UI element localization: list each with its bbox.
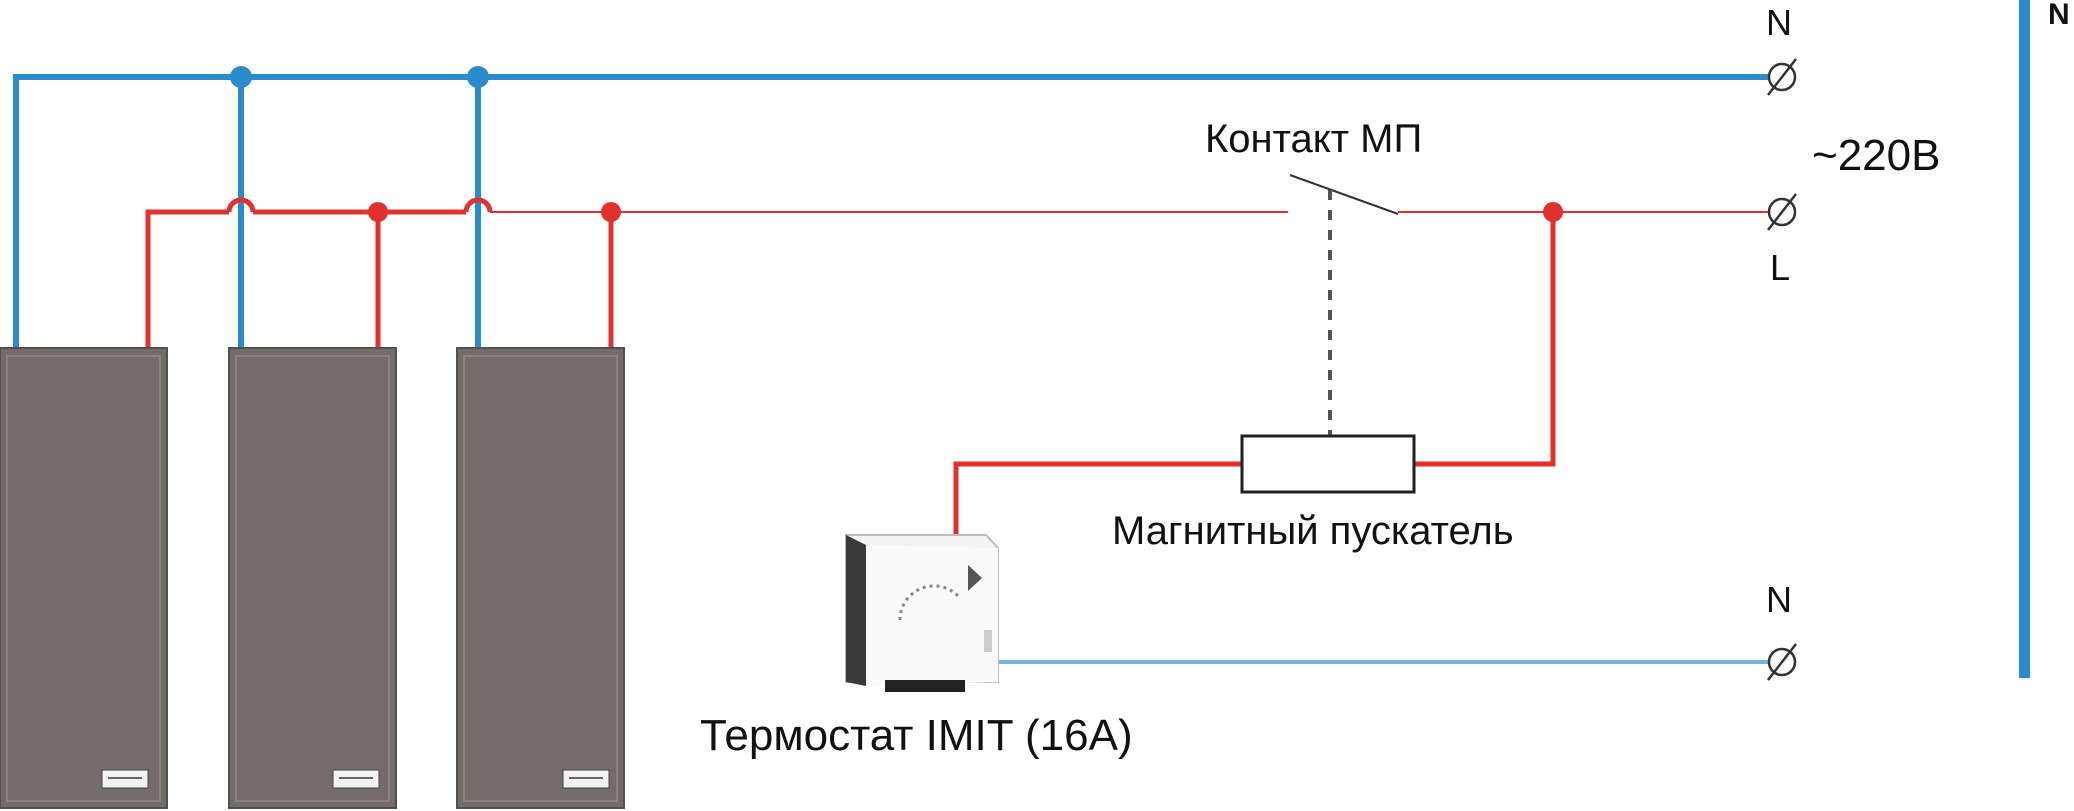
heater-panel <box>456 347 625 809</box>
neutral-bus-label: N <box>2048 0 2070 31</box>
thermostat-label: Термостат IMIT (16А) <box>700 711 1133 760</box>
neutral-bus-bar <box>2019 0 2030 678</box>
terminal-screw-icon <box>1767 643 1797 681</box>
starter-label: Магнитный пускатель <box>1112 509 1514 553</box>
neutral-junction-2 <box>467 66 489 88</box>
neutral-top-label: N <box>1766 2 1792 43</box>
heater-panel <box>228 347 397 809</box>
terminal-screw-icon <box>1767 58 1797 96</box>
phase-wire <box>145 197 614 352</box>
contact-label: Контакт МП <box>1205 117 1422 161</box>
thermostat-icon <box>845 534 999 692</box>
coil-wire <box>953 212 1556 535</box>
neutral-junction-1 <box>230 66 252 88</box>
magnetic-starter-coil <box>1240 434 1416 494</box>
line-label: L <box>1770 247 1790 288</box>
neutral-bottom-label: N <box>1766 579 1792 620</box>
phase-junction-1 <box>368 202 388 222</box>
voltage-label: ~220В <box>1812 131 1940 180</box>
heater-panel <box>0 347 168 809</box>
phase-junction-2 <box>601 202 621 222</box>
terminal-screw-icon <box>1767 193 1797 231</box>
neutral-wire-top <box>13 74 1782 352</box>
starter-contact-blade <box>1289 174 1399 215</box>
